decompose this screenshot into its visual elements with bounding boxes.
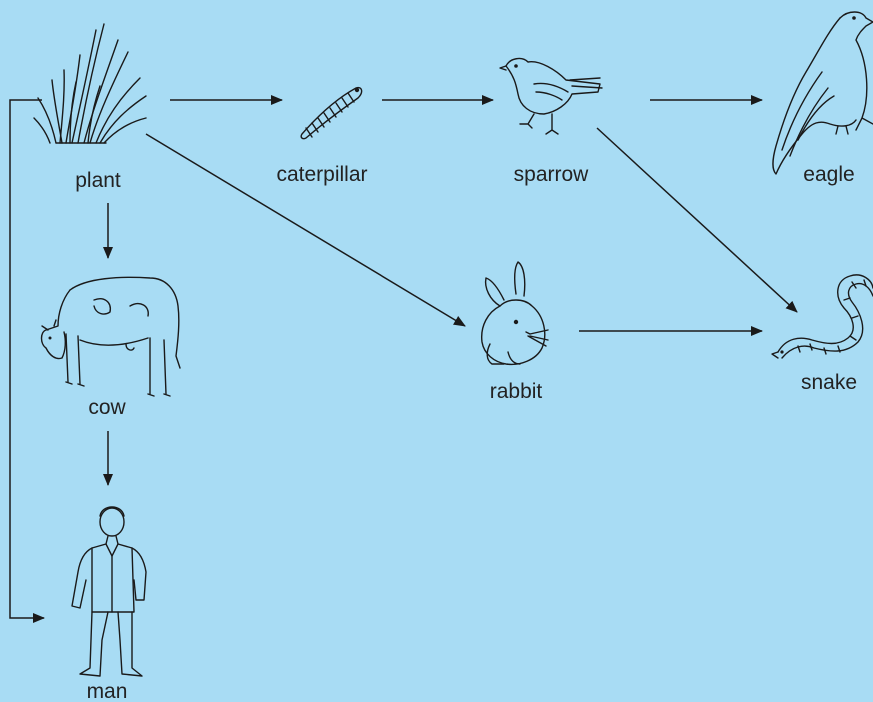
eagle-label: eagle bbox=[803, 163, 854, 186]
caterpillar-icon bbox=[300, 86, 363, 140]
snake-label: snake bbox=[801, 371, 857, 394]
arrow-sparrow-to-snake bbox=[596, 127, 798, 313]
man-node: man bbox=[71, 506, 147, 702]
sparrow-icon bbox=[499, 57, 603, 135]
arrow-plant-to-rabbit bbox=[145, 133, 466, 327]
snake-node: snake bbox=[771, 274, 873, 394]
arrow-plant-to-man bbox=[9, 99, 45, 623]
rabbit-label: rabbit bbox=[490, 380, 543, 403]
man-icon bbox=[71, 506, 147, 677]
man-label: man bbox=[87, 680, 128, 702]
eagle-icon bbox=[772, 11, 873, 175]
rabbit-node: rabbit bbox=[481, 261, 549, 403]
rabbit-icon bbox=[481, 261, 549, 366]
cow-icon bbox=[40, 276, 181, 397]
plant-node: plant bbox=[33, 23, 147, 192]
cow-node: cow bbox=[40, 276, 181, 419]
sparrow-node: sparrow bbox=[499, 57, 603, 186]
eagle-node: eagle bbox=[772, 11, 873, 186]
caterpillar-node: caterpillar bbox=[276, 86, 368, 186]
cow-label: cow bbox=[88, 396, 126, 419]
food-web-arrows bbox=[9, 95, 798, 623]
snake-icon bbox=[771, 274, 873, 359]
caterpillar-label: caterpillar bbox=[276, 163, 367, 186]
grass-icon bbox=[33, 23, 147, 144]
sparrow-label: sparrow bbox=[514, 163, 590, 186]
plant-label: plant bbox=[75, 169, 121, 192]
